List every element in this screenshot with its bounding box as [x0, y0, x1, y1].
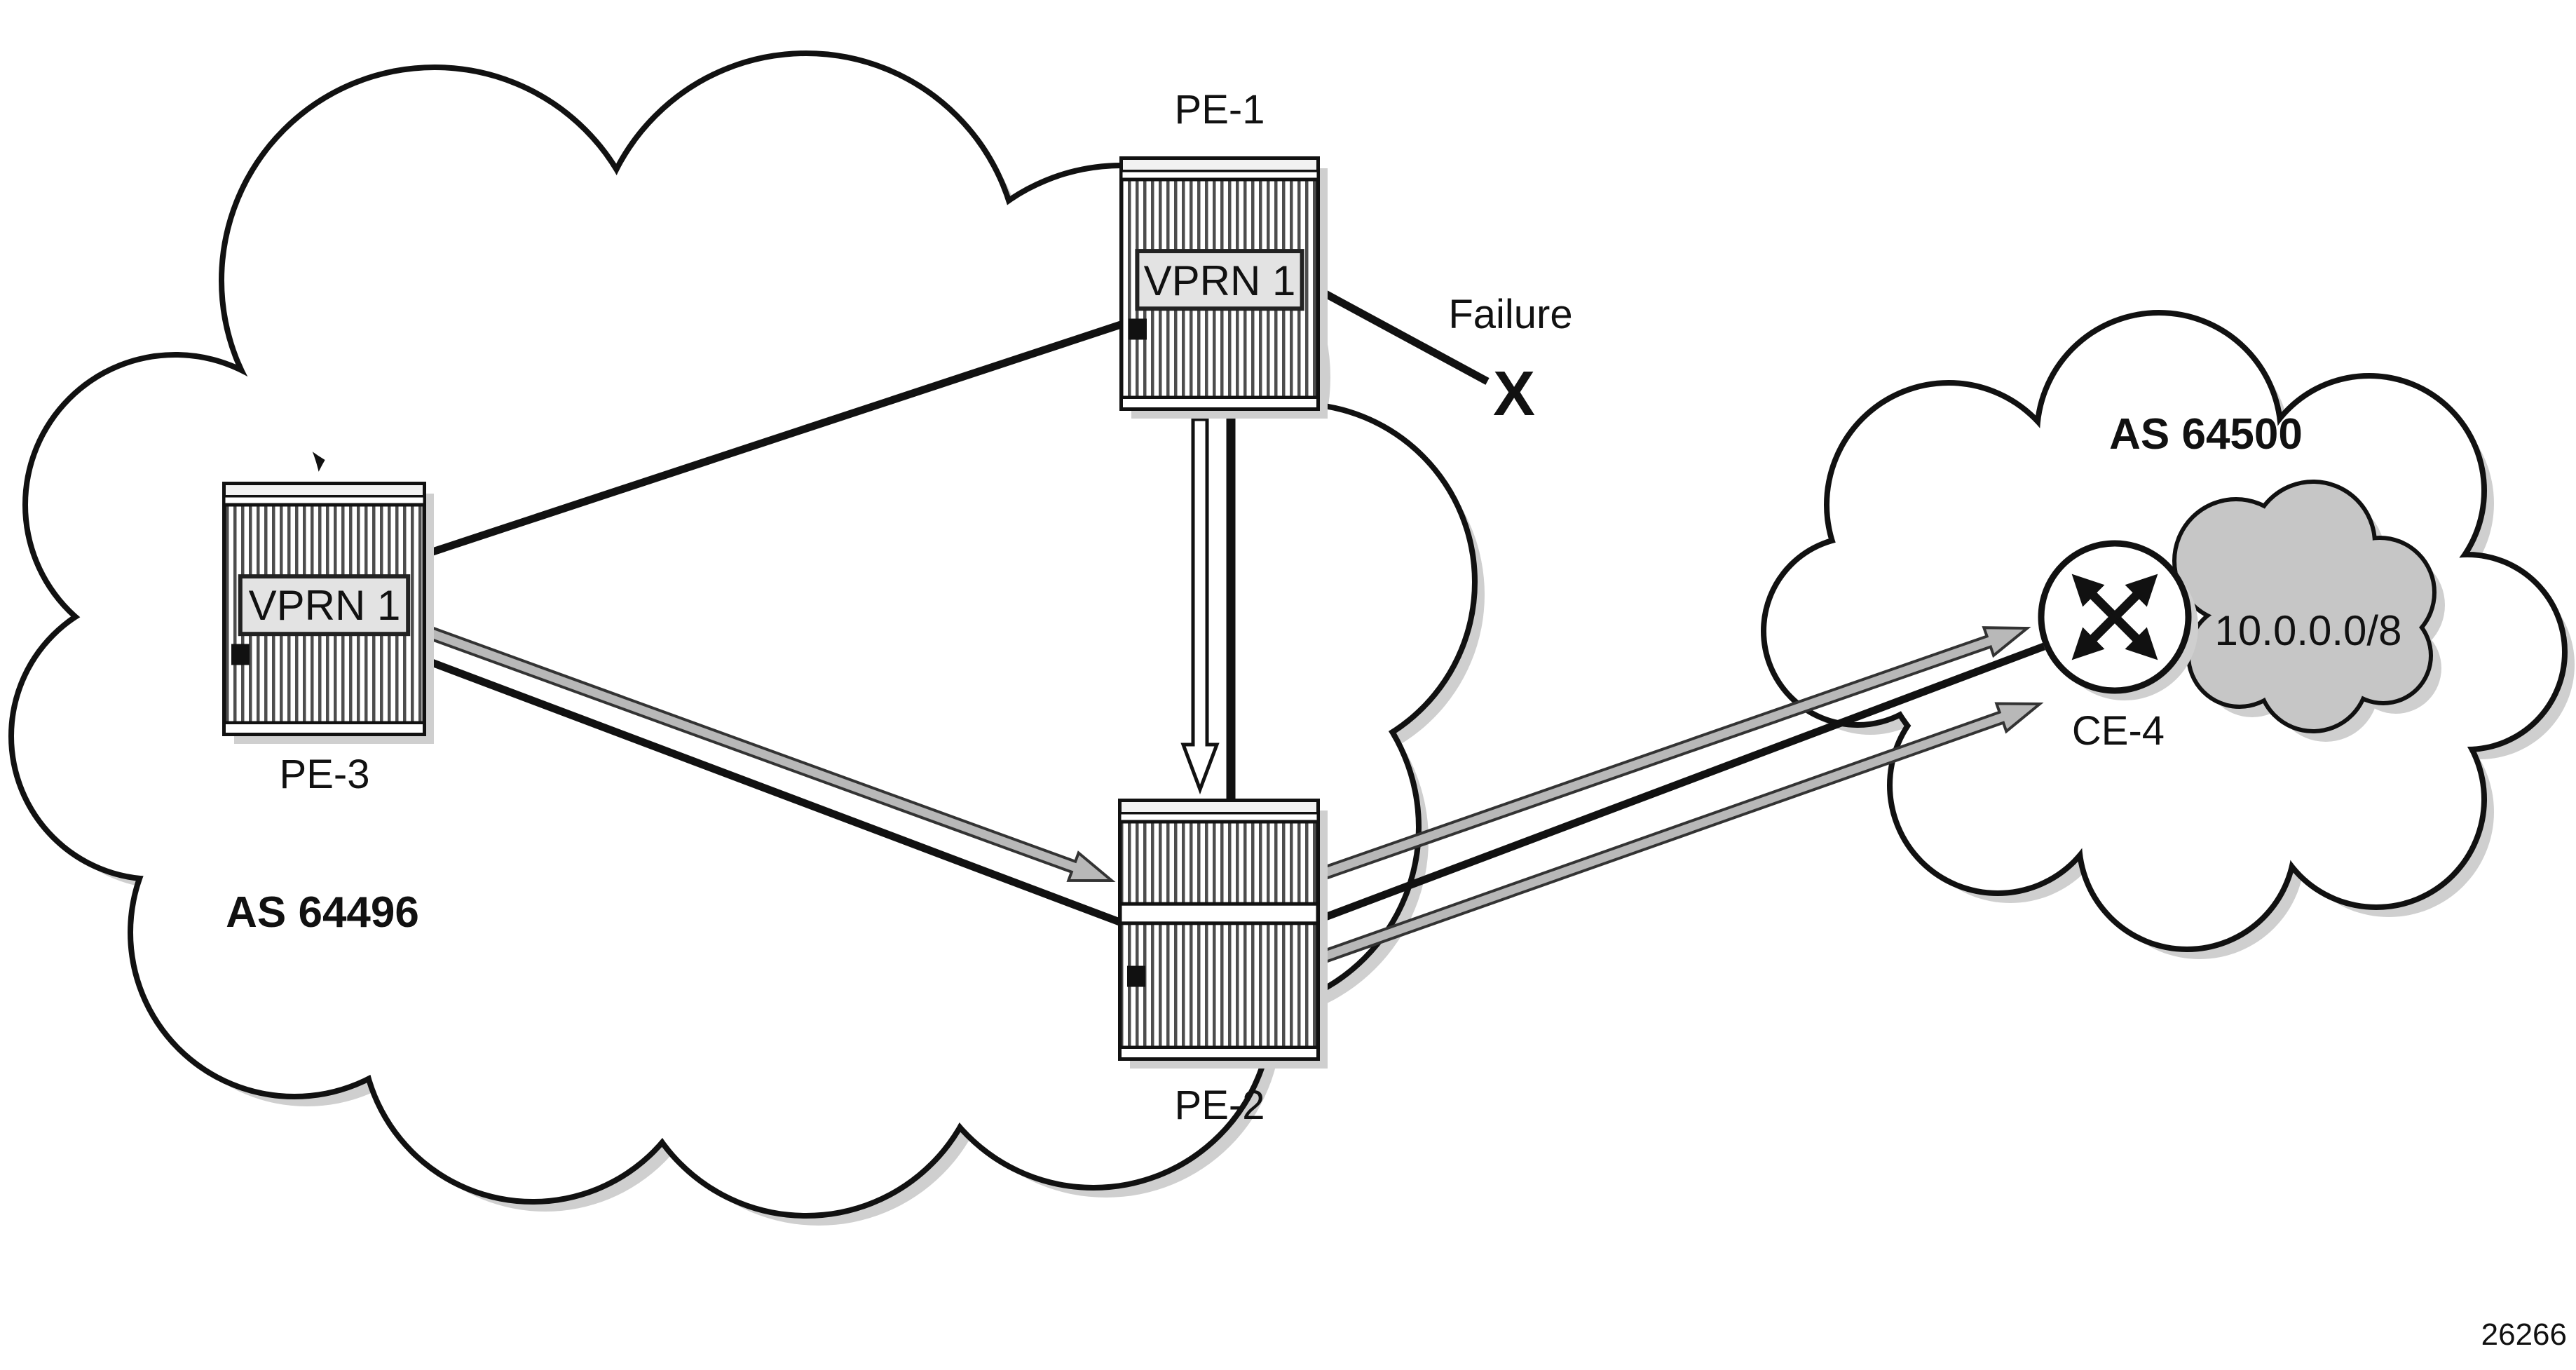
- pe3-vprn-box: [238, 574, 411, 637]
- arrow-pe3-to-pe2: [421, 623, 1116, 883]
- pe1-label: PE-1: [1175, 87, 1265, 133]
- link-pe2-ce4: [1316, 642, 2045, 924]
- labels: PE-1 VPRN 1 VPRN 1 PE-3 PE-2 CE-4 AS 644…: [226, 87, 2567, 1352]
- as64496-label: AS 64496: [226, 888, 419, 937]
- failure-label: Failure: [1448, 292, 1572, 337]
- arrow-pe2-to-ce4-lower: [1316, 702, 2044, 965]
- arrow-pe2-to-ce4-upper: [1316, 626, 2031, 882]
- pe1-base: [1120, 396, 1319, 410]
- ce4-arrow-nw: [2071, 574, 2118, 620]
- pe1-vprn-box: [1135, 249, 1304, 311]
- pe3-port-mark: [231, 644, 250, 665]
- pe2-label: PE-2: [1175, 1083, 1265, 1128]
- routers: [222, 156, 2198, 1069]
- as64496-cloud-fill: [491, 175, 1051, 736]
- prefix-cloud-fill: [2236, 536, 2383, 684]
- ce4-arrow-sw: [2071, 613, 2118, 660]
- pe1-lid: [1120, 157, 1319, 172]
- prefix-label: 10.0.0.0/8: [2215, 607, 2402, 654]
- figure-number: 26266: [2481, 1317, 2567, 1352]
- link-pe1-failure: [1314, 285, 1490, 385]
- pe1-port-mark: [1129, 318, 1147, 340]
- link-pe1-pe3: [421, 320, 1124, 559]
- pe2-front: [1118, 820, 1320, 1050]
- pe3-label: PE-3: [280, 752, 370, 797]
- pe1-router: [1119, 156, 1328, 419]
- pe3-vprn-label: VPRN 1: [249, 582, 401, 629]
- pe2-router: [1118, 799, 1328, 1069]
- arrow-pe1-to-pe2: [1180, 417, 1220, 795]
- pe2-base: [1119, 1046, 1319, 1060]
- ce4-router-symbol: [2038, 540, 2198, 700]
- pe3-lid: [223, 482, 425, 498]
- pe2-lid: [1119, 799, 1319, 815]
- as64500-label: AS 64500: [2109, 410, 2303, 459]
- as64496-cloud: [8, 50, 1485, 1226]
- pe3-router: [222, 482, 434, 744]
- failure-x-mark: X: [1493, 359, 1535, 429]
- ce4-arrow-se: [2111, 613, 2158, 660]
- pe3-base: [223, 721, 425, 735]
- prefix-cloud: [2172, 480, 2445, 742]
- pe2-mid-band: [1118, 902, 1320, 925]
- link-pe3-pe2: [421, 655, 1123, 927]
- ce4-label: CE-4: [2072, 708, 2165, 754]
- pe1-vprn-label: VPRN 1: [1144, 257, 1296, 304]
- pe2-port-mark: [1127, 965, 1145, 987]
- links: [421, 285, 2045, 965]
- ce4-arrow-ne: [2111, 574, 2158, 620]
